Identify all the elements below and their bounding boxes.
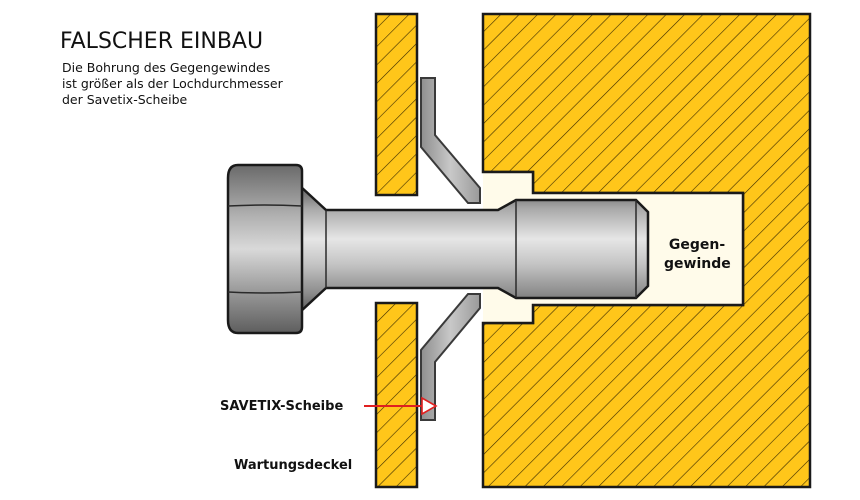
washer-label: SAVETIX-Scheibe bbox=[220, 399, 344, 414]
description-line: Die Bohrung des Gegengewindes bbox=[62, 60, 271, 75]
washer-arrow-head bbox=[421, 396, 438, 416]
washer-bottom bbox=[420, 293, 481, 421]
bore-outline bbox=[483, 170, 745, 325]
cover-plate-bottom bbox=[374, 301, 419, 489]
bolt-head bbox=[226, 163, 304, 335]
diagram-title: FALSCHER EINBAU bbox=[60, 29, 264, 54]
thread-label-line2: gewinde bbox=[664, 256, 731, 272]
description-line: ist größer als der Lochdurchmesser bbox=[62, 76, 283, 91]
cover-plate-top bbox=[374, 12, 419, 197]
thread-label-line1: Gegen- bbox=[668, 237, 726, 253]
washer-top bbox=[420, 77, 481, 204]
bolt-head-chamfer-bottom bbox=[227, 291, 303, 294]
description-line: der Savetix-Scheibe bbox=[62, 92, 188, 107]
thread-label: Gegen- gewinde bbox=[664, 236, 731, 274]
cover-label: Wartungsdeckel bbox=[234, 458, 353, 473]
diagram-description: Die Bohrung des Gegengewindes ist größer… bbox=[62, 60, 283, 108]
bolt-head-chamfer-top bbox=[227, 204, 303, 207]
